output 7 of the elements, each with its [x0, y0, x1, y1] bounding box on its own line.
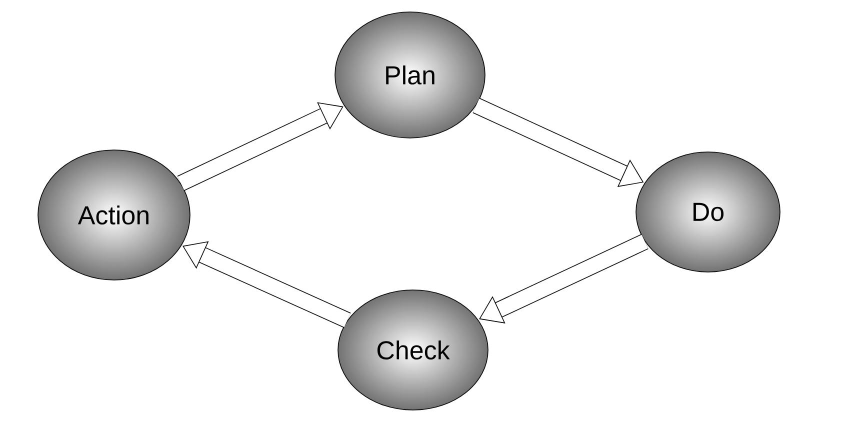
block-arrow	[479, 234, 648, 324]
block-arrow	[182, 241, 351, 328]
ellipse-node: Action	[38, 150, 190, 280]
block-arrow	[177, 102, 344, 191]
ellipse-node: Do	[636, 152, 780, 272]
ellipse-node: Plan	[334, 12, 486, 138]
ellipse-node: Check	[338, 290, 488, 410]
